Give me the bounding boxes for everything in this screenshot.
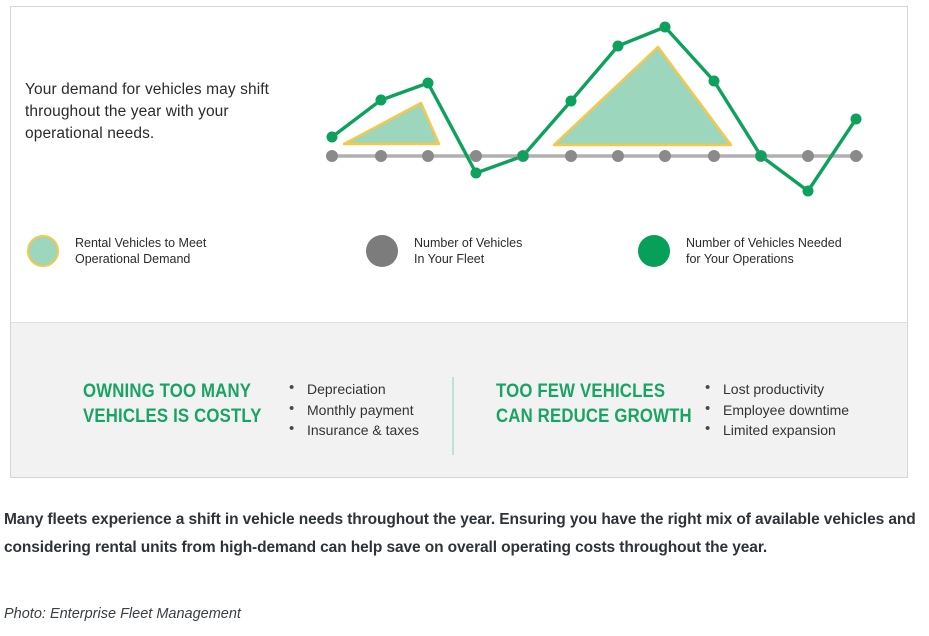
needed-dot (708, 75, 720, 87)
demand-line-chart (326, 21, 863, 197)
rental-demand-triangle-1 (342, 101, 441, 146)
needed-dot (659, 21, 671, 33)
legend-label-fleet-vehicles: Number of Vehicles In Your Fleet (414, 236, 523, 266)
fleet-dot (612, 150, 624, 162)
needed-dot (565, 95, 577, 107)
needed-dot (422, 77, 434, 89)
intro-text: Your demand for vehicles may shift throu… (25, 81, 270, 142)
rental-swatch-icon (27, 235, 59, 267)
owning-too-many-bullet-list: Depreciation Monthly payment Insurance &… (287, 378, 419, 441)
needed-dot (470, 167, 482, 179)
needed-vehicles-line (330, 25, 858, 193)
needed-dot (375, 94, 387, 106)
fleet-dot (802, 150, 814, 162)
comparison-panel: OWNING TOO MANY VEHICLES IS COSTLY Depre… (11, 322, 907, 477)
fleet-dot (422, 150, 434, 162)
list-item: Depreciation (287, 378, 419, 400)
list-item: Insurance & taxes (287, 419, 419, 441)
chart-panel: Your demand for vehicles may shift throu… (11, 7, 907, 322)
too-few-vehicles-column: TOO FEW VEHICLES CAN REDUCE GROWTH Lost … (496, 378, 849, 441)
needed-dot (517, 150, 529, 162)
needed-dot (850, 113, 862, 125)
list-item: Monthly payment (287, 399, 419, 421)
rental-demand-triangle-2 (552, 45, 733, 147)
legend-label-needed-vehicles: Number of Vehicles Needed for Your Opera… (686, 236, 842, 266)
needed-dot (326, 131, 338, 143)
legend-item-rental-vehicles: Rental Vehicles to Meet Operational Dema… (27, 235, 206, 267)
legend-item-needed-vehicles: Number of Vehicles Needed for Your Opera… (638, 235, 842, 267)
fleet-dot (565, 150, 577, 162)
needed-dot (802, 185, 814, 197)
fleet-swatch-icon (366, 235, 398, 267)
fleet-dot (659, 150, 671, 162)
fleet-dot (850, 150, 862, 162)
panel-divider (452, 377, 454, 455)
too-few-vehicles-heading: TOO FEW VEHICLES CAN REDUCE GROWTH (496, 380, 692, 427)
owning-too-many-heading: OWNING TOO MANY VEHICLES IS COSTLY (83, 380, 262, 427)
fleet-dot (470, 150, 482, 162)
article-caption: Many fleets experience a shift in vehicl… (4, 511, 916, 556)
too-few-vehicles-bullet-list: Lost productivity Employee downtime Limi… (703, 378, 849, 441)
fleet-dot (375, 150, 387, 162)
list-item: Limited expansion (703, 419, 849, 441)
owning-too-many-column: OWNING TOO MANY VEHICLES IS COSTLY Depre… (83, 378, 419, 441)
photo-credit: Photo: Enterprise Fleet Management (4, 606, 241, 622)
legend-item-fleet-vehicles: Number of Vehicles In Your Fleet (366, 235, 522, 267)
list-item: Employee downtime (703, 399, 849, 421)
needed-swatch-icon (638, 235, 670, 267)
needed-dot (755, 150, 767, 162)
chart-legend: Rental Vehicles to Meet Operational Dema… (11, 235, 907, 295)
fleet-dot (326, 150, 338, 162)
infographic-card: Your demand for vehicles may shift throu… (10, 6, 908, 478)
list-item: Lost productivity (703, 378, 849, 400)
fleet-dot (708, 150, 720, 162)
needed-dot (612, 40, 624, 52)
legend-label-rental-vehicles: Rental Vehicles to Meet Operational Dema… (75, 236, 207, 266)
needed-dot-group (326, 21, 862, 197)
